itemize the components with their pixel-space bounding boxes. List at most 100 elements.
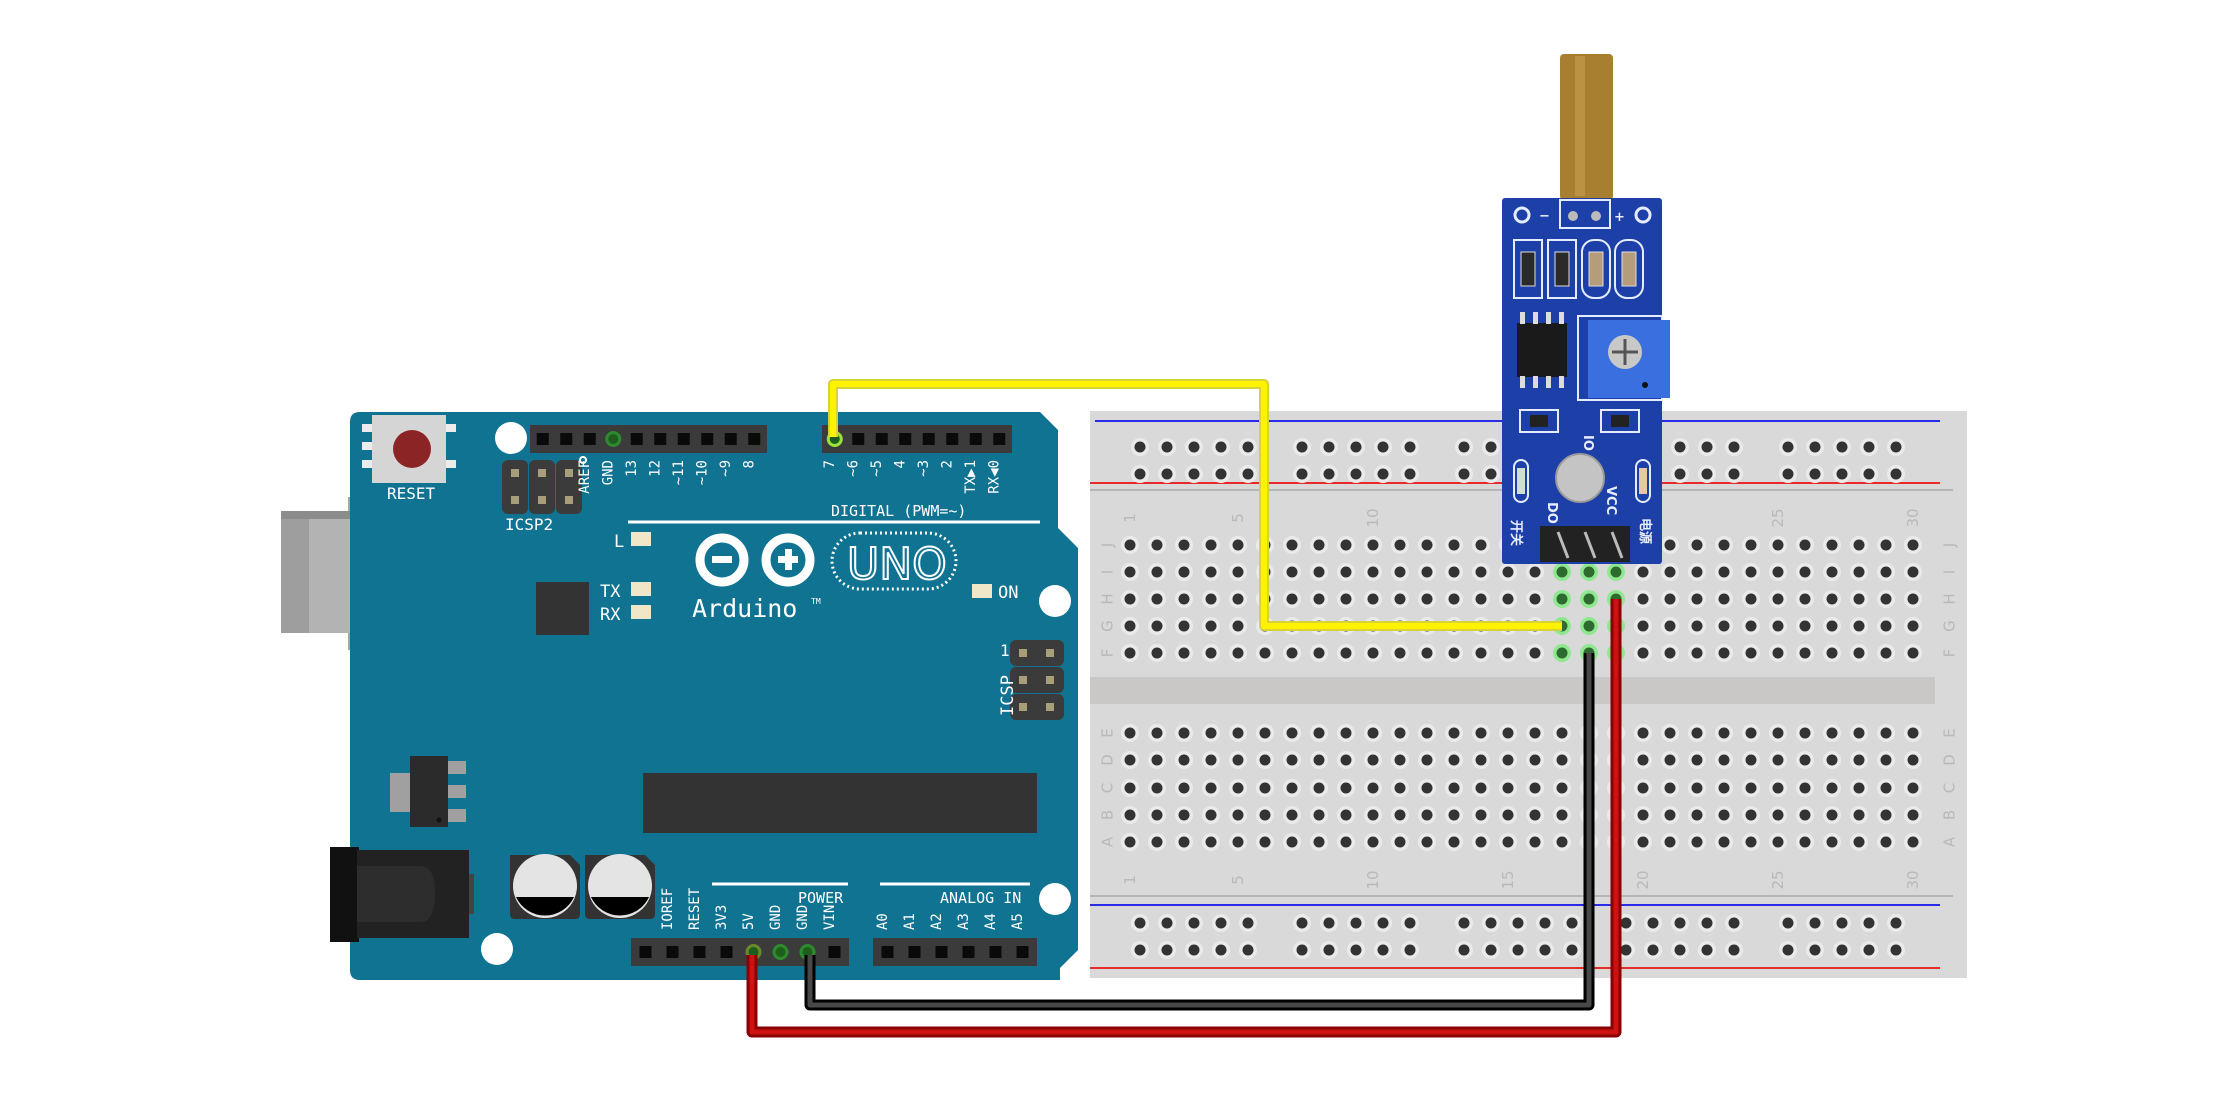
breadboard-hole-D16[interactable]	[1526, 751, 1544, 769]
breadboard-hole-E12[interactable]	[1418, 724, 1436, 742]
breadboard-hole-E16[interactable]	[1526, 724, 1544, 742]
breadboard-hole-H29[interactable]	[1877, 590, 1895, 608]
breadboard-hole-F6[interactable]	[1256, 644, 1274, 662]
breadboard-hole-E22[interactable]	[1688, 724, 1706, 742]
top-rail-hole[interactable]	[1239, 465, 1257, 483]
breadboard-hole-C28[interactable]	[1850, 779, 1868, 797]
breadboard-hole-F26[interactable]	[1796, 644, 1814, 662]
header-pin[interactable]	[701, 433, 714, 445]
header-pin[interactable]	[828, 946, 841, 958]
breadboard-hole-F27[interactable]	[1823, 644, 1841, 662]
breadboard-hole-B26[interactable]	[1796, 806, 1814, 824]
breadboard-hole-F20[interactable]	[1634, 644, 1652, 662]
header-pin[interactable]	[908, 946, 921, 958]
bottom-rail-hole[interactable]	[1860, 914, 1878, 932]
top-rail-hole[interactable]	[1401, 438, 1419, 456]
breadboard-hole-B4[interactable]	[1202, 806, 1220, 824]
breadboard-hole-I15[interactable]	[1499, 563, 1517, 581]
breadboard-hole-E1[interactable]	[1121, 724, 1139, 742]
top-rail-hole[interactable]	[1455, 465, 1473, 483]
breadboard-hole-D22[interactable]	[1688, 751, 1706, 769]
breadboard-hole-A27[interactable]	[1823, 833, 1841, 851]
breadboard-hole-F21[interactable]	[1661, 644, 1679, 662]
breadboard-hole-A7[interactable]	[1283, 833, 1301, 851]
bottom-rail-hole[interactable]	[1293, 914, 1311, 932]
top-rail-hole[interactable]	[1131, 465, 1149, 483]
breadboard-hole-C5[interactable]	[1229, 779, 1247, 797]
top-rail-hole[interactable]	[1887, 438, 1905, 456]
breadboard-hole-A21[interactable]	[1661, 833, 1679, 851]
bottom-rail-hole[interactable]	[1374, 941, 1392, 959]
header-pin[interactable]	[693, 946, 706, 958]
top-rail-hole[interactable]	[1725, 438, 1743, 456]
top-rail-hole[interactable]	[1131, 438, 1149, 456]
breadboard-hole-J24[interactable]	[1742, 536, 1760, 554]
breadboard-hole-E4[interactable]	[1202, 724, 1220, 742]
breadboard-hole-J21[interactable]	[1661, 536, 1679, 554]
bottom-rail-hole[interactable]	[1806, 914, 1824, 932]
breadboard-hole-H3[interactable]	[1175, 590, 1193, 608]
breadboard-hole-B24[interactable]	[1742, 806, 1760, 824]
breadboard-hole-E8[interactable]	[1310, 724, 1328, 742]
breadboard-hole-G3[interactable]	[1175, 617, 1193, 635]
breadboard-hole-D4[interactable]	[1202, 751, 1220, 769]
breadboard-hole-I28[interactable]	[1850, 563, 1868, 581]
breadboard-hole-F16[interactable]	[1526, 644, 1544, 662]
breadboard-hole-B29[interactable]	[1877, 806, 1895, 824]
top-rail-hole[interactable]	[1455, 438, 1473, 456]
breadboard-hole-I1[interactable]	[1121, 563, 1139, 581]
breadboard-hole-I7[interactable]	[1283, 563, 1301, 581]
breadboard-hole-A6[interactable]	[1256, 833, 1274, 851]
breadboard-hole-H25[interactable]	[1769, 590, 1787, 608]
bottom-rail-hole[interactable]	[1563, 914, 1581, 932]
breadboard-hole-E21[interactable]	[1661, 724, 1679, 742]
breadboard-hole-B6[interactable]	[1256, 806, 1274, 824]
breadboard-hole-J4[interactable]	[1202, 536, 1220, 554]
breadboard-hole-J12[interactable]	[1418, 536, 1436, 554]
breadboard-hole-G18[interactable]	[1580, 617, 1598, 635]
breadboard-hole-F8[interactable]	[1310, 644, 1328, 662]
header-pin[interactable]	[724, 433, 737, 445]
top-rail-hole[interactable]	[1806, 438, 1824, 456]
breadboard-hole-B27[interactable]	[1823, 806, 1841, 824]
header-pin[interactable]	[989, 946, 1002, 958]
breadboard-hole-F4[interactable]	[1202, 644, 1220, 662]
breadboard-hole-D15[interactable]	[1499, 751, 1517, 769]
breadboard-hole-C25[interactable]	[1769, 779, 1787, 797]
breadboard-hole-A20[interactable]	[1634, 833, 1652, 851]
breadboard-hole-H4[interactable]	[1202, 590, 1220, 608]
top-rail-hole[interactable]	[1212, 465, 1230, 483]
breadboard-hole-D21[interactable]	[1661, 751, 1679, 769]
breadboard-hole-F2[interactable]	[1148, 644, 1166, 662]
breadboard-hole-B25[interactable]	[1769, 806, 1787, 824]
bottom-rail-hole[interactable]	[1482, 914, 1500, 932]
bottom-rail-hole[interactable]	[1779, 914, 1797, 932]
reset-button[interactable]	[362, 415, 456, 483]
bottom-rail-hole[interactable]	[1212, 914, 1230, 932]
breadboard-hole-C1[interactable]	[1121, 779, 1139, 797]
bottom-rail-hole[interactable]	[1347, 914, 1365, 932]
header-pin[interactable]	[969, 433, 982, 445]
breadboard-hole-F13[interactable]	[1445, 644, 1463, 662]
breadboard-hole-C8[interactable]	[1310, 779, 1328, 797]
breadboard-hole-E13[interactable]	[1445, 724, 1463, 742]
breadboard-hole-G20[interactable]	[1634, 617, 1652, 635]
breadboard-hole-E15[interactable]	[1499, 724, 1517, 742]
breadboard-hole-J5[interactable]	[1229, 536, 1247, 554]
breadboard-hole-E23[interactable]	[1715, 724, 1733, 742]
breadboard-hole-H16[interactable]	[1526, 590, 1544, 608]
bottom-rail-hole[interactable]	[1698, 941, 1716, 959]
bottom-rail-hole[interactable]	[1158, 941, 1176, 959]
breadboard-hole-J28[interactable]	[1850, 536, 1868, 554]
breadboard-hole-E27[interactable]	[1823, 724, 1841, 742]
breadboard-hole-I12[interactable]	[1418, 563, 1436, 581]
header-pin[interactable]	[922, 433, 935, 445]
breadboard-hole-A16[interactable]	[1526, 833, 1544, 851]
top-rail-hole[interactable]	[1212, 438, 1230, 456]
header-pin[interactable]	[748, 433, 761, 445]
breadboard-hole-H12[interactable]	[1418, 590, 1436, 608]
breadboard-hole-B11[interactable]	[1391, 806, 1409, 824]
breadboard-hole-B9[interactable]	[1337, 806, 1355, 824]
top-rail-hole[interactable]	[1320, 465, 1338, 483]
breadboard-hole-G25[interactable]	[1769, 617, 1787, 635]
